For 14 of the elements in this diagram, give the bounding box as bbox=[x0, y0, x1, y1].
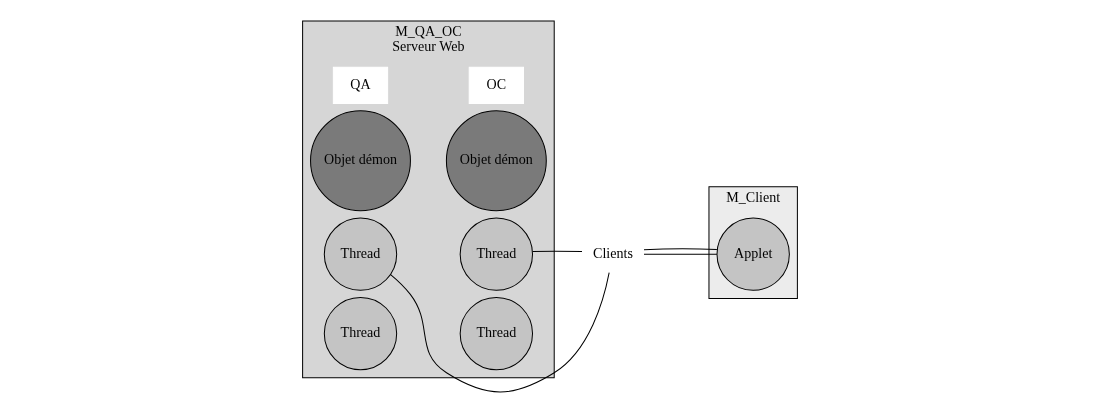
connector bbox=[532, 250, 583, 252]
node-box: QA bbox=[332, 66, 389, 104]
connector bbox=[643, 253, 718, 255]
node-circle: Applet bbox=[716, 217, 790, 291]
node-text: Clients bbox=[593, 244, 633, 261]
node-box: OC bbox=[468, 66, 524, 104]
node-circle: Objet démon bbox=[445, 109, 547, 211]
node-circle: Thread bbox=[323, 217, 398, 291]
connector bbox=[643, 247, 718, 250]
connector bbox=[390, 271, 610, 392]
node-circle: Thread bbox=[459, 296, 533, 370]
node-circle: Objet démon bbox=[310, 109, 411, 211]
node-circle: Thread bbox=[459, 217, 533, 291]
node-circle: Thread bbox=[323, 296, 398, 370]
